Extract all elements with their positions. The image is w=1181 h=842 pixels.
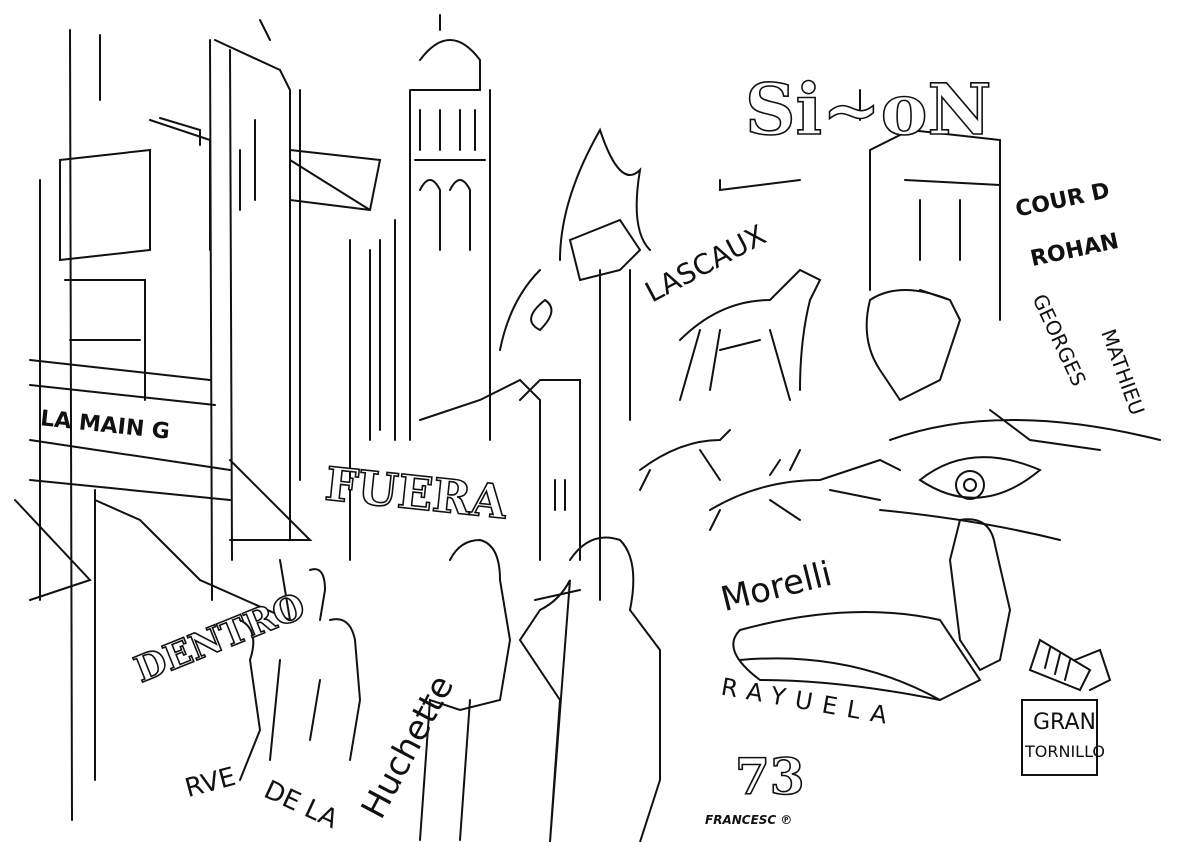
sign-gran: GRAN bbox=[1033, 710, 1096, 735]
sign-sion: Si~oN bbox=[744, 68, 992, 151]
people-silhouettes bbox=[239, 518, 1012, 842]
screw bbox=[1028, 638, 1112, 692]
sign-tornillo: TORNILLO bbox=[1025, 742, 1106, 761]
left-buildings bbox=[14, 19, 382, 821]
cave-animals bbox=[639, 268, 962, 531]
gran-tornillo-box bbox=[1021, 699, 1098, 776]
sign-frame bbox=[719, 89, 861, 192]
eye bbox=[879, 409, 1161, 541]
church-tower bbox=[349, 14, 491, 561]
right-building bbox=[869, 128, 1001, 321]
artist-signature: FRANCESC ℗ bbox=[705, 813, 793, 827]
center-buildings bbox=[419, 127, 651, 601]
book bbox=[732, 611, 982, 702]
chapter-number: 73 bbox=[734, 747, 805, 806]
